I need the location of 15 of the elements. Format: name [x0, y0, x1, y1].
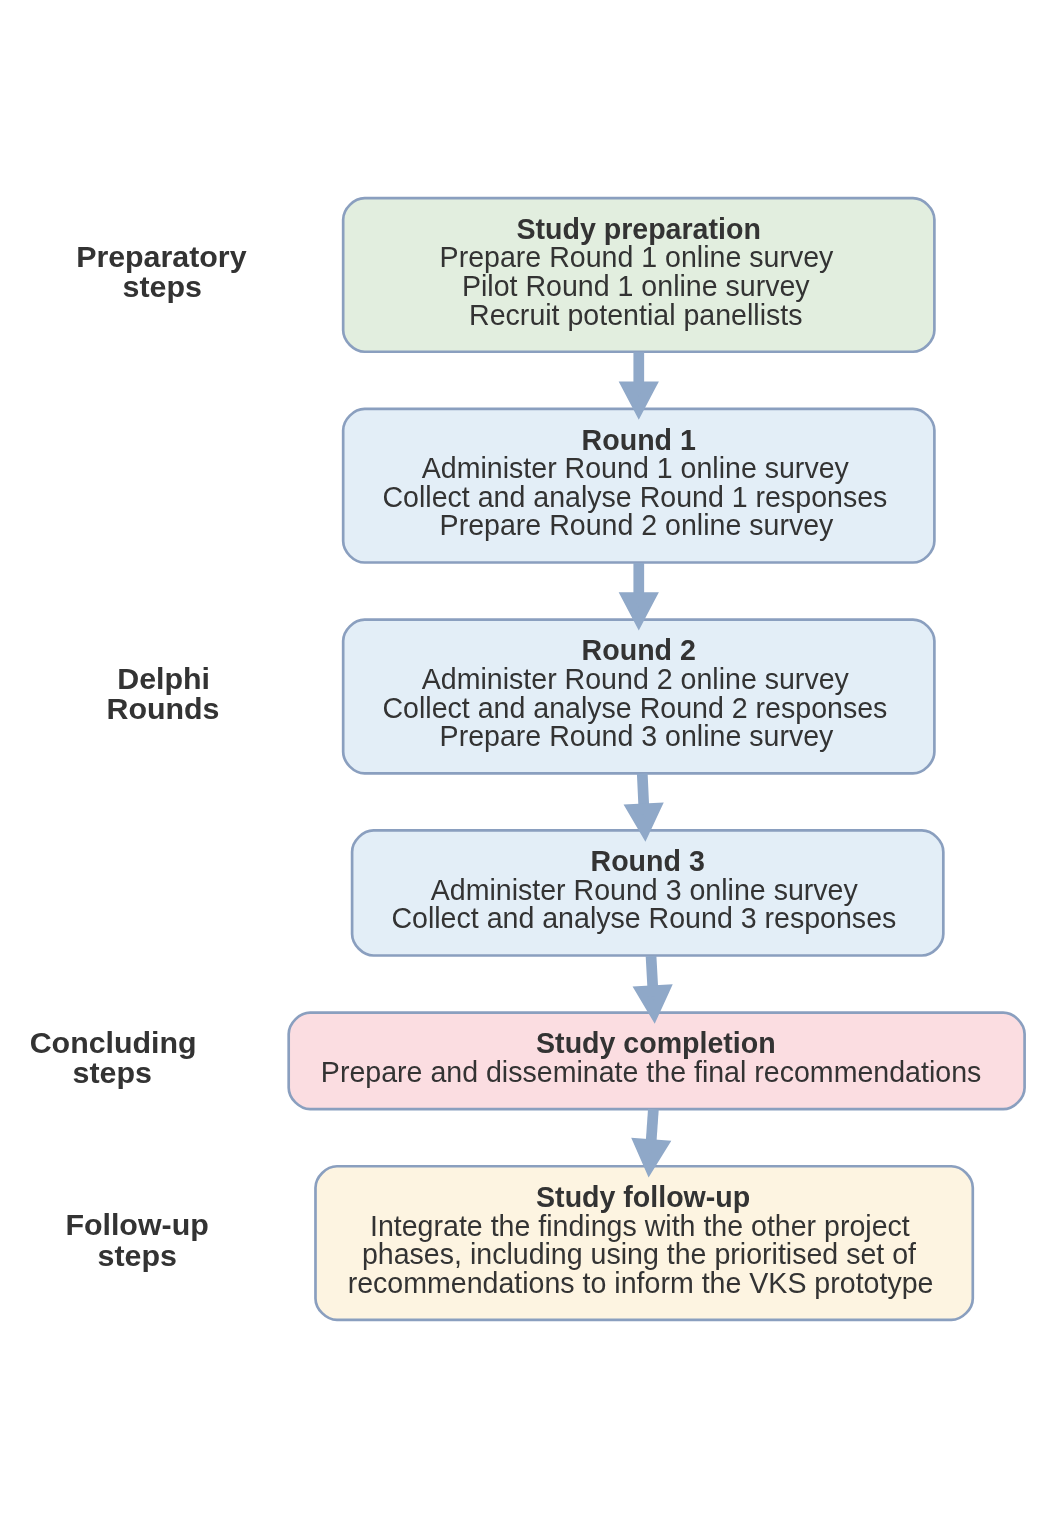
arrow: [618, 562, 659, 631]
arrow: [623, 772, 664, 842]
node-box: Study preparation Prepare Round 1 online survey Pilot Round 1 online survey Recruit potential panellists: [341, 196, 936, 353]
arrow: [631, 1108, 672, 1177]
node-box: Round 1 Administer Round 1 online survey Collect and analyse Round 1 responses Prepare Round 2 online survey: [341, 407, 936, 564]
arrow: [618, 351, 659, 420]
node-box: Study completion Prepare and disseminate the final recommendations: [287, 1010, 1026, 1110]
label: Concluding steps: [29, 1025, 197, 1089]
arrow: [632, 955, 673, 1024]
label: Delphi Rounds: [106, 661, 220, 725]
node-box: Round 2 Administer Round 2 online survey Collect and analyse Round 2 responses Prepare Round 3 online survey: [341, 617, 936, 775]
node-box: Study follow-up Integrate the findings with the other project phases, including using the prioritised set of recommendations to inform the VKS prototype: [314, 1164, 975, 1321]
node-box: Round 3 Administer Round 3 online survey Collect and analyse Round 3 responses: [350, 828, 945, 957]
label: Follow-up steps: [65, 1207, 209, 1272]
label: Preparatory steps: [76, 239, 247, 303]
